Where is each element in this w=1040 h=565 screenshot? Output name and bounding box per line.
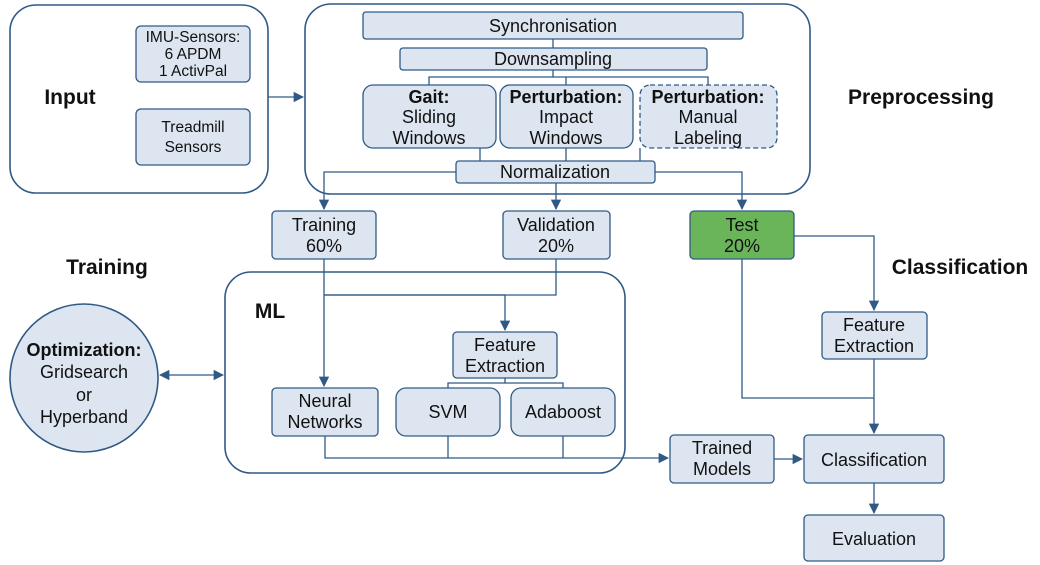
trained-models-line2: Models <box>693 459 751 479</box>
neural-networks-line1: Neural <box>298 391 351 411</box>
classification-box: Classification <box>803 434 945 484</box>
training-split-label: Training <box>292 215 356 235</box>
models-to-trained-arrow <box>324 436 670 464</box>
connectors <box>158 39 880 515</box>
optimization-or: or <box>76 385 92 405</box>
validation-split-box: Validation 20% <box>502 210 611 260</box>
test-split-box: Test 20% <box>689 210 795 260</box>
test-split-percent: 20% <box>724 236 760 256</box>
trained-models-line1: Trained <box>692 438 752 458</box>
downsampling-to-manual-line <box>553 76 709 85</box>
synchronisation-label: Synchronisation <box>489 16 617 36</box>
svm-box: SVM <box>395 387 501 437</box>
downsampling-to-gait-line <box>428 70 554 85</box>
downsampling-box: Downsampling <box>399 47 708 71</box>
optimization-circle: Optimization: Gridsearch or Hyperband <box>9 303 159 453</box>
to-ml-feature-extraction-arrow <box>324 294 511 332</box>
gait-sliding-windows-box: Gait: Sliding Windows <box>362 84 497 149</box>
normalization-to-training-arrow <box>318 171 456 211</box>
section-input-label: Input <box>44 86 95 109</box>
perturbation-manual-line2: Labeling <box>674 128 742 148</box>
fe-to-svm-line <box>447 378 506 388</box>
validation-split-percent: 20% <box>538 236 574 256</box>
perturbation-impact-title: Perturbation: <box>509 87 622 107</box>
training-split-box: Training 60% <box>271 210 377 260</box>
perturbation-manual-title: Perturbation: <box>651 87 764 107</box>
normalization-label: Normalization <box>500 162 610 182</box>
test-to-feature-extraction-arrow <box>794 235 880 312</box>
treadmill-sensors-line2: Sensors <box>165 139 222 156</box>
imu-sensors-apdm: 6 APDM <box>165 46 222 63</box>
section-classification-label: Classification <box>892 256 1029 279</box>
perturbation-impact-line2: Windows <box>529 128 602 148</box>
neural-networks-line2: Networks <box>287 412 362 432</box>
ml-feature-extraction-line2: Extraction <box>465 356 545 376</box>
svm-label: SVM <box>428 402 467 422</box>
section-training-label: Training <box>66 256 148 279</box>
imu-sensors-activpal: 1 ActivPal <box>159 63 227 80</box>
gait-title: Gait: <box>408 87 449 107</box>
section-preprocessing-label: Preprocessing <box>848 86 994 109</box>
gait-line2: Windows <box>392 128 465 148</box>
optimization-gridsearch: Gridsearch <box>40 362 128 382</box>
optimization-hyperband: Hyperband <box>40 407 128 427</box>
perturbation-impact-windows-box: Perturbation: Impact Windows <box>499 84 634 149</box>
ml-feature-extraction-box: Feature Extraction <box>452 331 558 379</box>
perturbation-manual-line1: Manual <box>678 107 737 127</box>
section-ml-label: ML <box>255 300 285 323</box>
evaluation-label: Evaluation <box>832 529 916 549</box>
synchronisation-box: Synchronisation <box>362 11 744 40</box>
treadmill-sensors-box: Treadmill Sensors <box>135 108 251 166</box>
normalization-box: Normalization <box>455 160 656 184</box>
perturbation-manual-labeling-box: Perturbation: Manual Labeling <box>639 84 778 149</box>
imu-sensors-title: IMU-Sensors: <box>146 29 241 46</box>
optimization-title: Optimization: <box>27 340 142 360</box>
treadmill-sensors-line1: Treadmill <box>161 119 224 136</box>
fe-to-adaboost-line <box>505 382 564 388</box>
ml-feature-extraction-line1: Feature <box>474 335 536 355</box>
perturbation-impact-line1: Impact <box>539 107 593 127</box>
cls-feature-extraction-line2: Extraction <box>834 336 914 356</box>
neural-networks-box: Neural Networks <box>271 387 379 437</box>
validation-split-label: Validation <box>517 215 595 235</box>
cls-feature-extraction-box: Feature Extraction <box>821 311 928 360</box>
gait-line1: Sliding <box>402 107 456 127</box>
adaboost-label: Adaboost <box>525 402 601 422</box>
test-to-classification-line <box>741 259 874 399</box>
training-split-percent: 60% <box>306 236 342 256</box>
imu-sensors-box: IMU-Sensors: 6 APDM 1 ActivPal <box>135 25 251 83</box>
classification-label: Classification <box>821 450 927 470</box>
normalization-to-test-arrow <box>655 171 748 211</box>
trained-models-box: Trained Models <box>669 434 775 484</box>
evaluation-box: Evaluation <box>803 514 945 562</box>
test-split-label: Test <box>725 215 758 235</box>
cls-feature-extraction-line1: Feature <box>843 315 905 335</box>
downsampling-label: Downsampling <box>494 49 612 69</box>
adaboost-box: Adaboost <box>510 387 616 437</box>
